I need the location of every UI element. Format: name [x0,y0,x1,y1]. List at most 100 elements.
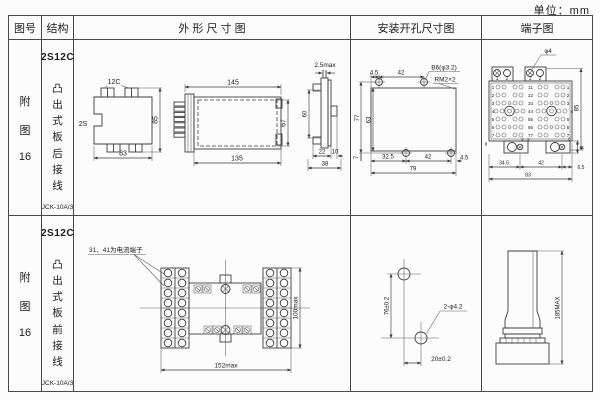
dim-label: 7 [354,155,360,159]
dim-label: 2S [79,121,88,128]
dim-label: 42 [398,71,405,77]
fig-char: 图 [19,124,31,137]
dim-label: 152max [214,363,238,370]
row-label: 3 [567,101,570,106]
col-label: 2 [539,76,542,82]
fig-no-cell-row2: 附 图 16 [9,216,42,391]
row-label: 2 [492,93,495,98]
col-label: 2 [506,76,509,82]
row-label: 5 [567,117,570,122]
column-labels: 1 2 1 2 [496,76,542,82]
terminal-drawing-side: 185MAX [495,250,564,365]
row-label: 1 [567,85,570,90]
terminal-cell-row1: φ4 1 2 1 2 1 11 [482,40,592,216]
header-structure: 结构 [42,16,74,40]
fig-number: 16 [18,150,32,163]
front-dimensions: 100max 152max [160,267,302,373]
terminal-row: 4 44 4 [492,105,574,117]
header-outline: 外 形 尺 寸 图 [74,16,351,40]
mount-dimensions: 76±0.2 2-φ4.2 20±0.2 [385,273,467,365]
fig-no-cell-row1: 附 图 16 [9,40,42,216]
hole-spec-label: B6(φ3.2) [431,65,457,72]
dim-label: 6.5 [578,165,585,171]
dim-label: 2.5max [314,62,336,69]
dim-label: 145 [227,80,239,87]
row-label: 5 [492,117,495,122]
header-terminal: 端子图 [482,16,592,40]
terminal-row: 5 55 5 [492,116,570,122]
dim-label: 12C [108,79,121,86]
dim-label: 63 [367,116,373,123]
product-code: JCK-10A/3 [41,204,74,211]
terminal-row: 3 33 3 [492,100,570,106]
dim-label: 4.5 [460,156,469,162]
terminal-outline [488,66,573,154]
terminal-row: 1 11 1 [492,84,570,90]
dim-label: 20±0.2 [431,356,451,363]
col-label: 1 [529,76,532,82]
dim-label: 60 [303,110,309,117]
header-fig-no: 图号 [9,16,42,40]
row-label: 1 [492,85,495,90]
terminal-grid: 1 11 1 2 22 2 [492,84,574,138]
row-label: 7 [492,133,495,138]
hole-dia-label: φ4 [544,49,552,55]
row-label: 8 [521,137,524,142]
mount-dimensions: 4.5 42 B6(φ3.2) RM2×2 77 63 7 3 [354,65,469,176]
dim-label: 38 [322,162,329,168]
dim-label: 42 [425,155,432,161]
side-view: 145 135 67 [173,80,290,166]
pair-label: 11 [528,85,533,90]
pair-label: 44 [528,109,534,114]
mount-drawing-rear: 4.5 42 B6(φ3.2) RM2×2 77 63 7 3 [354,65,469,176]
dim-label: 76±0.2 [385,296,391,315]
fig-char: 图 [19,300,31,313]
structure-cell-row2: 2S12C 凸出式板前接线 JCK-10A/3 [40,216,75,391]
dim-label: 185MAX [556,296,562,319]
dim-label: 83 [119,151,127,158]
left-terminal-block [160,267,190,349]
hole-spec-label: 2-φ4.2 [443,304,462,311]
mount-cell-row2: 76±0.2 2-φ4.2 20±0.2 [351,216,482,391]
pair-label: 55 [528,117,534,122]
dim-label: 42 [538,161,544,167]
note-label: 31、41为电流端子 [89,245,143,254]
row-label: 3 [492,101,495,106]
cutout-outline [370,76,457,159]
wiring-type: 凸出式板前接线 [52,258,63,369]
terminal-drawing-rear: φ4 1 2 1 2 1 11 [485,49,585,182]
outline-cell-row1: 12C 2S 83 85 [74,40,351,216]
mount-drawing-front: 76±0.2 2-φ4.2 20±0.2 [381,259,467,366]
row-label: 6 [492,125,495,130]
panel-section-view: 2.5max 60 22 10 38 [303,62,343,171]
dim-label: 22 [319,150,326,156]
dim-label: 34.5 [499,161,509,167]
current-terminal-note: 31、41为电流端子 [88,245,165,287]
mount-cell-row1: 4.5 42 B6(φ3.2) RM2×2 77 63 7 3 [351,40,482,216]
terminal-dimensions: 85 4 34.5 42 6.5 83 [488,68,585,182]
top-view: 12C 2S 83 85 [79,79,162,161]
dim-label: 85 [575,104,581,111]
terminal-row: 2 22 2 [492,92,570,98]
outline-drawing-rear: 12C 2S 83 85 [79,62,343,171]
terminal-row: 6 66 6 [492,124,570,130]
dim-label: 135 [231,156,243,163]
dim-label: 83 [525,173,531,179]
model-code: 2S12C [40,52,75,63]
side-dimensions: 185MAX [537,250,564,365]
model-code: 2S12C [40,228,75,239]
structure-cell-row1: 2S12C 凸出式板后接线 JCK-10A/3 [40,40,75,216]
dim-label: 100max [293,296,300,320]
fig-char: 附 [19,95,31,108]
relay-side-silhouette [495,250,550,365]
terminal-row: 7 77 7 [492,132,570,138]
dim-label: 85 [153,116,160,124]
row-label: 7 [567,133,570,138]
right-terminal-block [262,267,292,349]
row-label: 8 [568,137,571,142]
phi4-callout: φ4 [531,49,556,70]
fig-char: 附 [19,271,31,284]
dim-label: 79 [410,167,417,173]
row-label: 2 [567,93,570,98]
fig-number: 16 [18,326,32,339]
